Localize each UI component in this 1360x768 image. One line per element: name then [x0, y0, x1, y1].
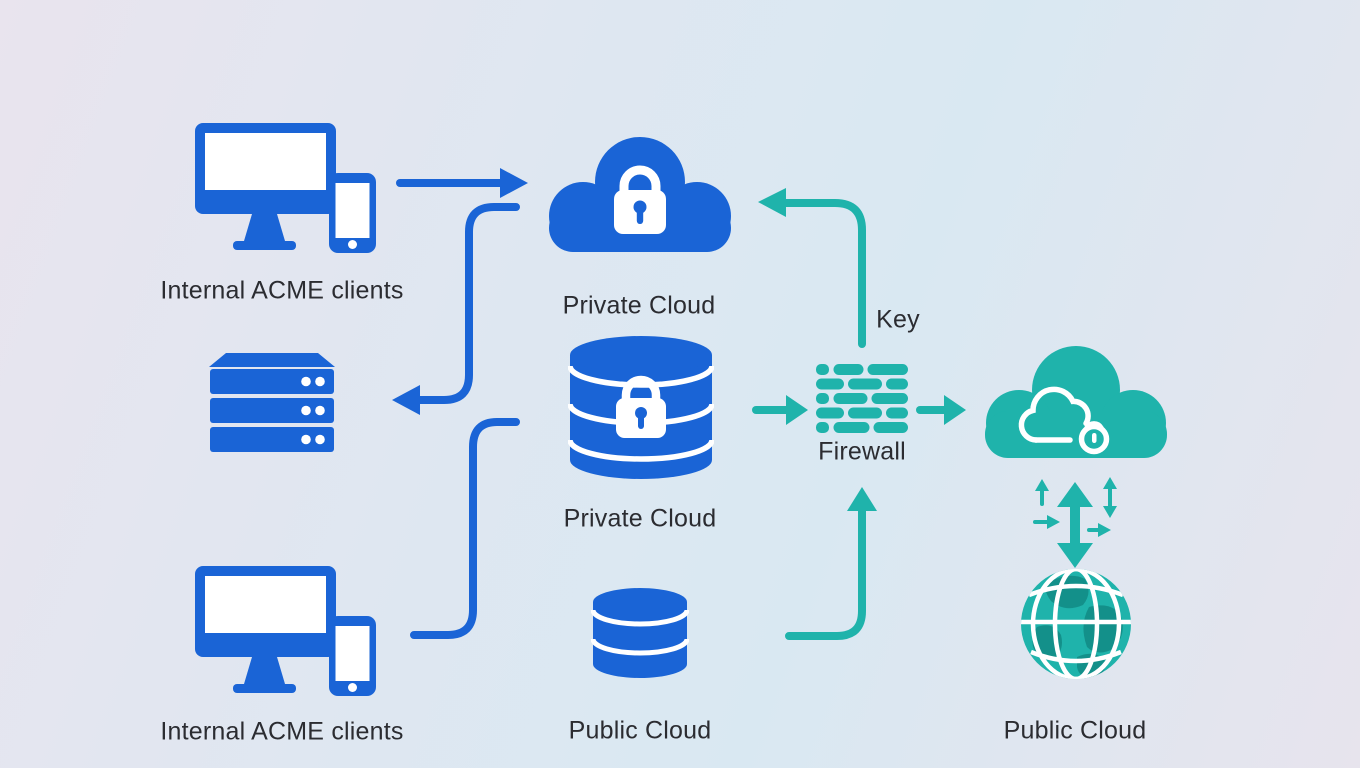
arrow-key-firewall-to-private-cloud — [776, 199, 866, 348]
arrow-private-cloud-to-servers — [410, 203, 520, 404]
firewall-label: Firewall — [818, 437, 906, 466]
public-cloud-right-label: Public Cloud — [1003, 716, 1147, 745]
small-right-arrow-1-head — [1047, 515, 1060, 529]
arrowhead-firewall-to-public-cloud — [944, 395, 966, 425]
database-lock-icon — [568, 336, 714, 479]
clients-top-label: Internal ACME clients — [160, 276, 404, 305]
node-public-cloud-db — [591, 587, 689, 679]
node-private-cloud-db — [568, 336, 714, 480]
line-clients-bottom-to-private-db — [410, 418, 520, 639]
private-cloud-top-label: Private Cloud — [562, 291, 716, 320]
cloud-sync-lock-icon — [985, 346, 1167, 458]
node-public-cloud-right — [972, 343, 1180, 470]
arrowhead-private-db-to-firewall — [786, 395, 808, 425]
small-up-arrow-head — [1035, 479, 1049, 491]
node-server-stack — [209, 351, 335, 461]
node-private-cloud-top — [537, 134, 743, 264]
small-double-arrow-down-head — [1103, 506, 1117, 518]
node-clients-bottom — [193, 564, 379, 698]
node-globe — [1019, 567, 1133, 681]
desktop-and-phone-icon — [195, 123, 376, 253]
double-arrow-cloud-globe-down-head — [1057, 543, 1093, 568]
arrowhead-private-cloud-to-servers — [392, 385, 420, 415]
arrowhead-public-db-to-firewall — [847, 487, 877, 511]
arrowhead-clients-to-private-cloud — [500, 168, 528, 198]
node-firewall — [816, 364, 908, 434]
small-double-arrow-up-head — [1103, 477, 1117, 489]
arrowhead-key-firewall-to-private-cloud — [758, 188, 786, 217]
arrow-public-db-to-firewall — [785, 506, 866, 640]
double-arrow-cloud-globe-up-head — [1057, 482, 1093, 507]
clients-bottom-label: Internal ACME clients — [160, 717, 404, 746]
small-right-arrow-2-head — [1098, 523, 1111, 537]
public-cloud-db-label: Public Cloud — [568, 716, 712, 745]
desktop-and-phone-icon — [195, 566, 376, 696]
key-label: Key — [876, 305, 920, 334]
database-icon — [591, 588, 689, 678]
node-clients-top — [193, 121, 379, 255]
firewall-brick-icon — [816, 364, 908, 433]
private-cloud-db-label: Private Cloud — [563, 504, 717, 533]
server-stack-icon — [209, 353, 335, 452]
cloud-lock-icon — [549, 137, 731, 252]
globe-icon — [1021, 569, 1131, 679]
